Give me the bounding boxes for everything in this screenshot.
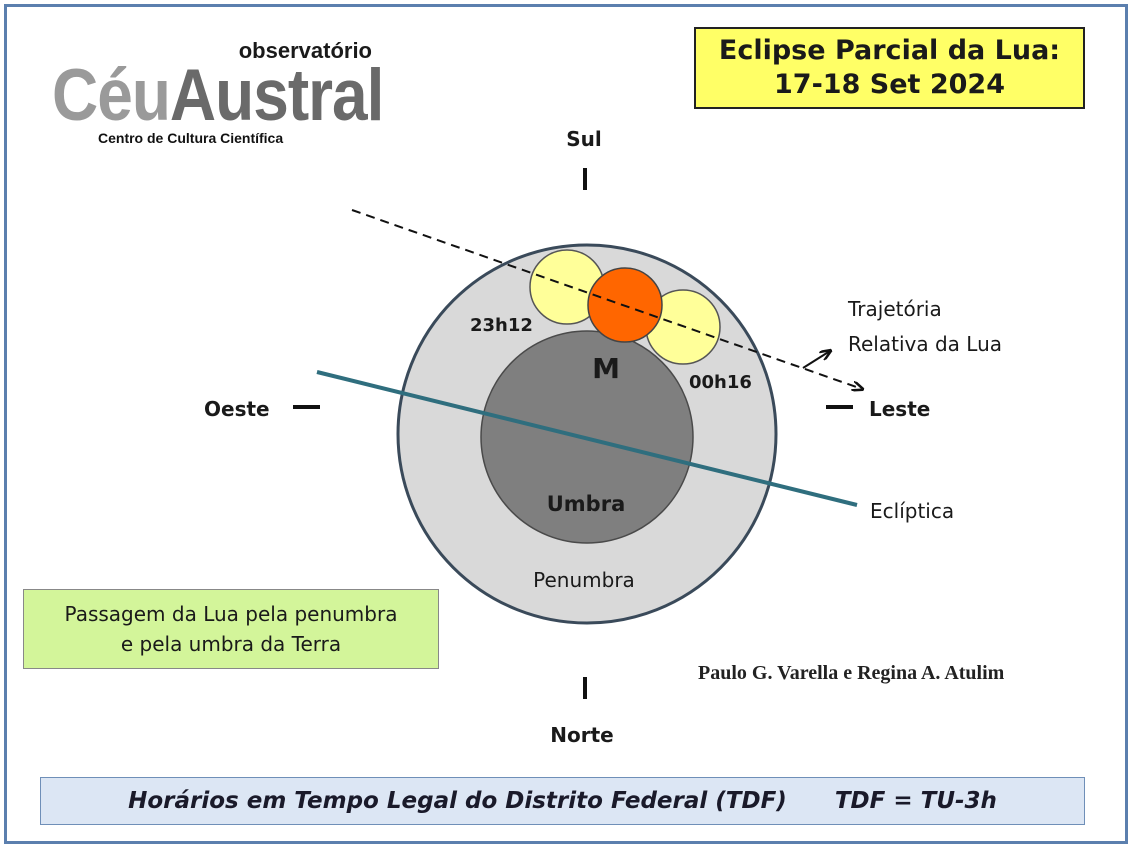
footer-text: Horários em Tempo Legal do Distrito Fede… (128, 788, 997, 814)
west-label: Oeste (204, 397, 270, 421)
time-end-label: 00h16 (689, 372, 752, 393)
logo-austral-text: Austral (169, 53, 384, 136)
title-line-2: 17-18 Set 2024 (774, 69, 1005, 100)
observatory-logo: observatório CéuAustral Centro de Cultur… (52, 38, 384, 158)
south-label: Sul (566, 127, 602, 151)
ecliptic-label: Eclíptica (870, 499, 954, 523)
note-line-2: e pela umbra da Terra (120, 632, 342, 656)
logo-subtitle: Centro de Cultura Científica (98, 130, 284, 146)
footer-box: Horários em Tempo Legal do Distrito Fede… (40, 777, 1085, 825)
ecliptic-line (316, 370, 858, 507)
penumbra-label: Penumbra (533, 568, 635, 592)
north-label: Norte (550, 723, 613, 747)
east-label: Leste (869, 397, 930, 421)
page-frame (4, 4, 1128, 844)
note-line-1: Passagem da Lua pela penumbra (64, 602, 398, 626)
logo-main-text: CéuAustral (52, 52, 384, 137)
logo-top-text: observatório (238, 38, 372, 63)
title-line-1: Eclipse Parcial da Lua: (718, 35, 1061, 66)
moon-max-label: M (592, 352, 620, 385)
time-start-label: 23h12 (470, 315, 533, 336)
moon-path-line (351, 209, 862, 389)
path-label-line-2: Relativa da Lua (848, 332, 1002, 356)
umbra-label: Umbra (547, 492, 626, 516)
author-credit: Paulo G. Varella e Regina A. Atulim (698, 662, 1005, 684)
logo-ceu-text: Céu (52, 53, 171, 136)
note-box: Passagem da Lua pela penumbra e pela umb… (23, 589, 439, 669)
path-label-arrow (802, 351, 830, 369)
path-label-line-1: Trajetória (847, 297, 942, 321)
title-box: Eclipse Parcial da Lua: 17-18 Set 2024 (694, 27, 1085, 109)
